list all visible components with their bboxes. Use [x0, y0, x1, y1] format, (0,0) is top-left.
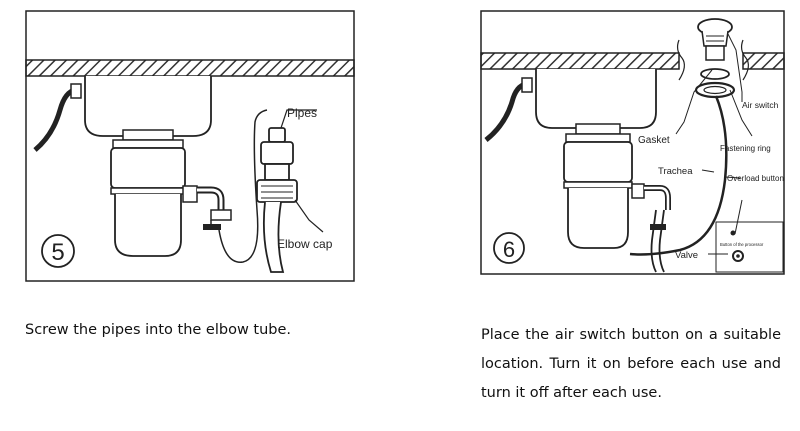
- gasket: [700, 68, 730, 80]
- countertop-left: [480, 52, 680, 70]
- fastening-ring-label: Fastening ring: [720, 144, 771, 153]
- hose: [218, 109, 268, 263]
- step-6-diagram: Air switch Gasket Fastening ring Trachea…: [480, 10, 785, 275]
- countertop-right: [742, 52, 785, 70]
- step-5-caption: Screw the pipes into the elbow tube.: [25, 322, 292, 338]
- drain-pipe: [33, 87, 76, 152]
- elbow-tube: [182, 185, 232, 230]
- step-5-diagram: Pipes Elbow cap 5: [25, 10, 355, 282]
- overload-button-dot: [730, 230, 736, 236]
- gasket-label: Gasket: [638, 135, 670, 146]
- step-6-caption: Place the air switch button on a suitabl…: [481, 327, 781, 401]
- trachea-label: Trachea: [658, 166, 693, 177]
- air-switch: [697, 18, 733, 61]
- drain-pipe: [484, 81, 527, 142]
- disposer-unit: [110, 129, 186, 257]
- pipes-assembly: [256, 127, 298, 273]
- sink-basin: [535, 69, 657, 129]
- valve-label: Valve: [675, 250, 698, 261]
- step-number: 5: [51, 239, 64, 266]
- panel-border: [25, 10, 355, 282]
- air-switch-label: Air switch: [742, 100, 779, 110]
- trachea-hose: [629, 95, 728, 256]
- step-badge: [493, 232, 525, 264]
- elbow-valve: [631, 183, 671, 273]
- elbow-cap-label: Elbow cap: [277, 237, 333, 251]
- step-badge: [41, 234, 75, 268]
- step-number: 6: [503, 237, 515, 262]
- processor-bottom-inset: [715, 221, 784, 273]
- step-6-illustration: Air switch Gasket Fastening ring Trachea…: [480, 10, 785, 275]
- pipes-label: Pipes: [287, 106, 317, 120]
- countertop: [25, 59, 355, 77]
- bottom-note-label: Button of the processor: [720, 242, 764, 247]
- sink-basin: [84, 76, 212, 137]
- step-5-illustration: Pipes Elbow cap 5: [25, 10, 355, 282]
- overload-button-label: Overload button: [727, 174, 784, 183]
- disposer-unit: [563, 123, 633, 249]
